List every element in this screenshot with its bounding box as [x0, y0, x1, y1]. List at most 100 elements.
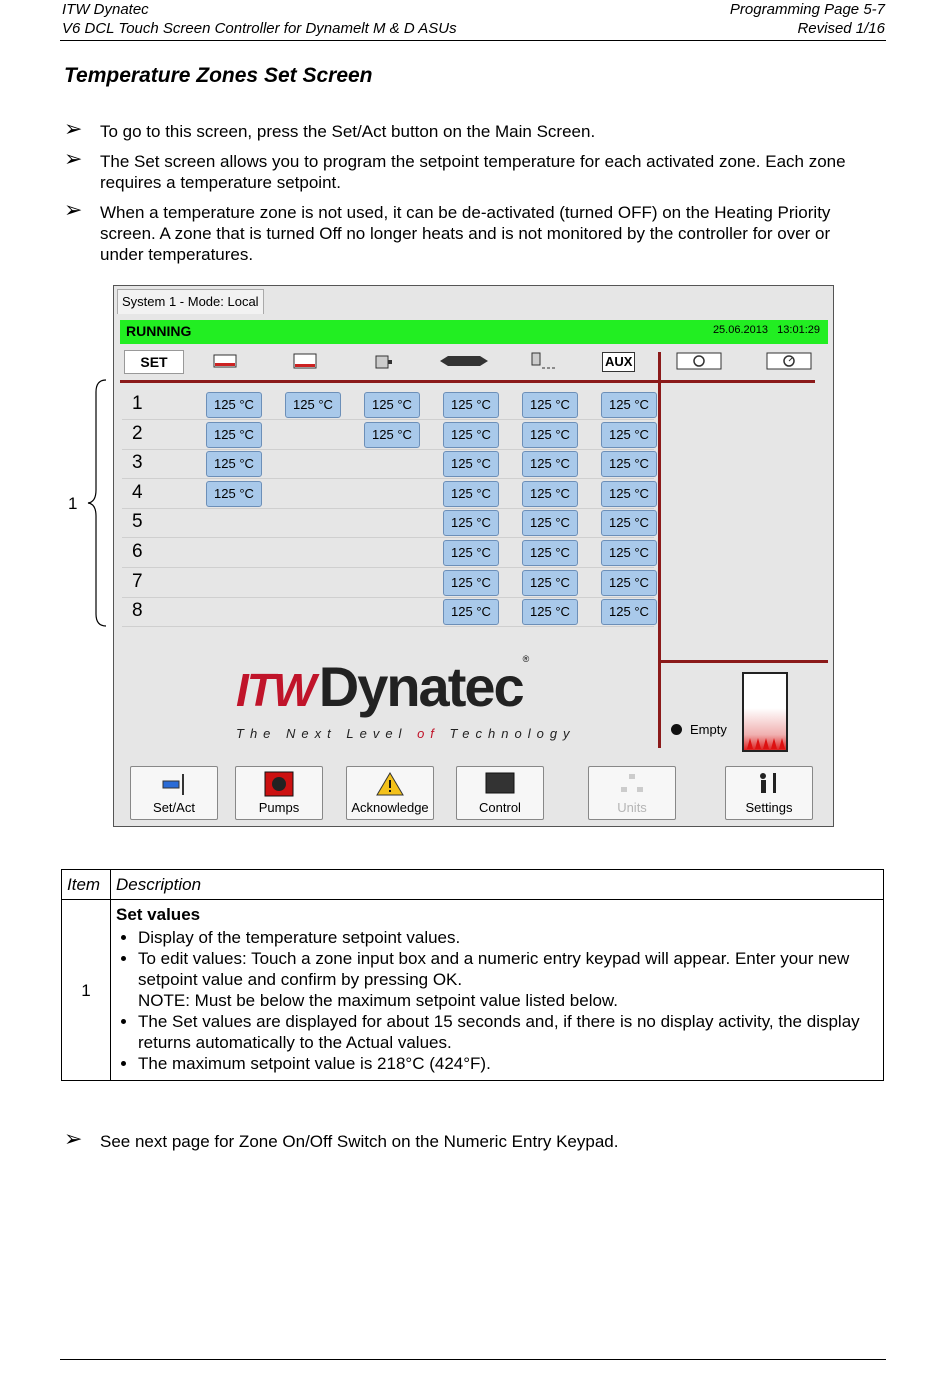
zone-number: 7 — [132, 570, 143, 592]
zone-row: 2 125 °C 125 °C 125 °C 125 °C 125 °C — [122, 420, 657, 450]
header-left: ITW Dynatec V6 DCL Touch Screen Controll… — [62, 0, 457, 38]
aux-label[interactable]: AUX — [602, 352, 636, 372]
setpoint-input[interactable]: 125 °C — [443, 451, 499, 478]
tank-zone-icon — [213, 354, 237, 368]
control-button[interactable]: Control — [456, 766, 544, 820]
setpoint-input[interactable]: 125 °C — [206, 421, 262, 448]
tab-system-mode[interactable]: System 1 - Mode: Local — [117, 289, 264, 314]
table-item-number: 1 — [61, 899, 111, 1081]
refresh-icon[interactable] — [676, 352, 722, 370]
setpoint-input[interactable]: 125 °C — [443, 540, 499, 566]
grid-zone-icon — [293, 353, 317, 369]
zone-number: 2 — [132, 422, 143, 444]
setpoint-input[interactable]: 125 °C — [522, 392, 578, 418]
setpoint-input[interactable]: 125 °C — [206, 480, 262, 507]
list-item: The maximum setpoint value is 218°C (424… — [138, 1053, 878, 1074]
settings-icon — [760, 773, 776, 793]
divider — [120, 380, 815, 383]
zone-number: 5 — [132, 511, 143, 533]
time: 13:01:29 — [777, 324, 820, 336]
timer-icon[interactable] — [766, 352, 812, 370]
tank-level-indicator-icon — [671, 724, 682, 735]
setpoint-input[interactable]: 125 °C — [601, 569, 657, 596]
bullet-item: ➢ To go to this screen, press the Set/Ac… — [64, 116, 854, 142]
bullet-item: ➢ The Set screen allows you to program t… — [64, 148, 854, 193]
units-label: Units — [617, 800, 647, 815]
setpoint-input[interactable]: 125 °C — [601, 392, 657, 418]
header-rule — [60, 40, 886, 41]
itw-dynatec-logo: ITW Dynatec® — [236, 654, 530, 718]
list-item: Display of the temperature setpoint valu… — [138, 927, 878, 948]
logo-itw: ITW — [236, 664, 316, 716]
heater-flame-icon — [747, 738, 785, 749]
setpoint-input[interactable]: 125 °C — [522, 510, 578, 537]
bullet-item: ➢ See next page for Zone On/Off Switch o… — [64, 1126, 854, 1152]
setpoint-input[interactable]: 125 °C — [522, 569, 578, 596]
setpoint-input[interactable]: 125 °C — [522, 599, 578, 626]
setpoint-input[interactable]: 125 °C — [443, 480, 499, 507]
header-doc-title: V6 DCL Touch Screen Controller for Dynam… — [62, 20, 457, 37]
setpoint-input[interactable]: 125 °C — [522, 480, 578, 507]
units-button[interactable]: Units — [588, 766, 676, 820]
setpoint-input[interactable]: 125 °C — [364, 392, 420, 418]
zone-row: 5 125 °C 125 °C 125 °C — [122, 508, 657, 539]
setpoint-input[interactable]: 125 °C — [443, 421, 499, 448]
note-text: NOTE: Must be below the maximum setpoint… — [138, 991, 618, 1010]
zone-number: 8 — [132, 600, 143, 622]
table-description-cell: Set values Display of the temperature se… — [110, 899, 884, 1081]
logo-tagline: The Next Level of Technology — [236, 726, 576, 741]
arrow-bullet-icon: ➢ — [64, 197, 83, 222]
setpoint-input[interactable]: 125 °C — [364, 421, 420, 448]
zone-row: 7 125 °C 125 °C 125 °C — [122, 568, 657, 598]
tagline-part: Technology — [449, 726, 576, 741]
setpoint-input[interactable]: 125 °C — [522, 540, 578, 566]
arrow-bullet-icon: ➢ — [64, 1126, 83, 1151]
header-revised: Revised 1/16 — [797, 20, 885, 37]
control-icon — [485, 772, 515, 794]
set-act-button[interactable]: Set/Act — [130, 766, 218, 820]
logo-dynatec: Dynatec — [318, 655, 525, 718]
setpoint-input[interactable]: 125 °C — [522, 421, 578, 448]
bullet-text: To go to this screen, press the Set/Act … — [100, 122, 596, 141]
tagline-part: The Next Level — [236, 726, 408, 741]
bullet-text: When a temperature zone is not used, it … — [100, 203, 831, 264]
setpoint-input[interactable]: 125 °C — [601, 451, 657, 478]
setpoint-input[interactable]: 125 °C — [601, 421, 657, 448]
zone-number: 1 — [132, 393, 143, 414]
section-title: Temperature Zones Set Screen — [64, 64, 373, 87]
setpoint-input[interactable]: 125 °C — [443, 599, 499, 626]
setpoint-input[interactable]: 125 °C — [443, 569, 499, 596]
status-text: RUNNING — [126, 323, 192, 339]
setpoint-input[interactable]: 125 °C — [601, 599, 657, 626]
header-company: ITW Dynatec — [62, 1, 149, 18]
zone-number: 3 — [132, 452, 143, 474]
setpoint-input[interactable]: 125 °C — [443, 392, 499, 418]
setpoint-input[interactable]: 125 °C — [601, 480, 657, 507]
arrow-bullet-icon: ➢ — [64, 116, 83, 141]
acknowledge-button[interactable]: Acknowledge — [346, 766, 434, 820]
description-table: Item Description 1 Set values Display of… — [61, 869, 884, 1081]
setpoint-input[interactable]: 125 °C — [443, 510, 499, 537]
setpoint-input[interactable]: 125 °C — [601, 540, 657, 566]
setpoint-input[interactable]: 125 °C — [601, 510, 657, 537]
bullet-text: The Set screen allows you to program the… — [100, 152, 846, 192]
setpoint-input[interactable]: 125 °C — [206, 451, 262, 478]
pump-zone-icon — [375, 355, 392, 369]
set-button[interactable]: SET — [124, 350, 184, 374]
list-item-text: To edit values: Touch a zone input box a… — [138, 949, 850, 989]
pumps-button[interactable]: Pumps — [235, 766, 323, 820]
setpoint-input[interactable]: 125 °C — [522, 451, 578, 478]
bullet-text: See next page for Zone On/Off Switch on … — [100, 1132, 619, 1151]
table-header-item: Item — [61, 869, 111, 900]
setpoint-input[interactable]: 125 °C — [206, 392, 262, 418]
footer-rule — [60, 1359, 886, 1360]
setpoint-input[interactable]: 125 °C — [285, 392, 341, 418]
datetime: 25.06.2013 13:01:29 — [713, 324, 820, 336]
gun-zone-icon — [531, 352, 556, 369]
settings-button[interactable]: Settings — [725, 766, 813, 820]
bullet-item: ➢ When a temperature zone is not used, i… — [64, 197, 854, 265]
tank-level-graphic — [742, 672, 788, 752]
tagline-of: of — [417, 726, 440, 741]
brace-icon — [87, 379, 107, 627]
